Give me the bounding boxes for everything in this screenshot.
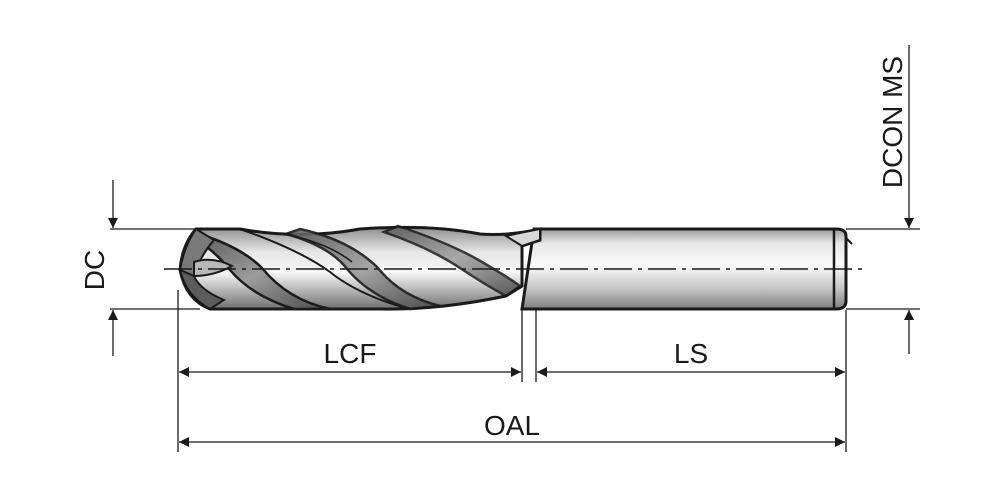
dcon-ms-dimension: DCON MS [877,45,914,354]
ls-label: LS [674,338,708,369]
ls-dimension: LS [537,338,845,377]
oal-dimension: OAL [179,410,845,447]
lcf-label: LCF [324,338,377,369]
extension-lines [110,228,920,452]
lcf-dimension: LCF [179,338,521,377]
dc-label: DC [79,250,110,290]
oal-label: OAL [484,410,540,441]
fluted-body [178,224,542,311]
dcon-ms-label: DCON MS [877,56,908,188]
dc-dimension: DC [79,180,118,356]
